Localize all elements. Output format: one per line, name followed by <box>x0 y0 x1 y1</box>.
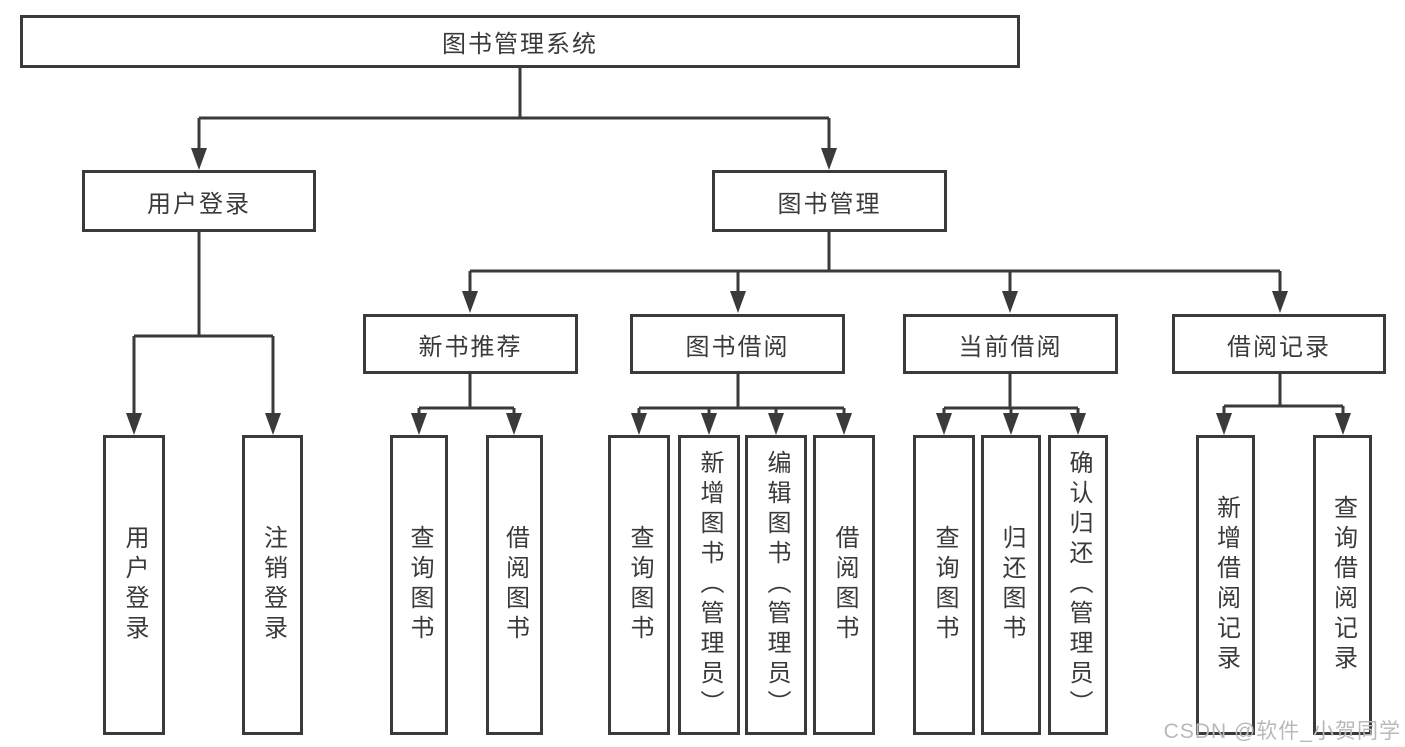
leaf-edit-book-admin: 编辑图书（管理员） <box>745 435 807 735</box>
node-label: 新增借阅记录 <box>1212 495 1240 675</box>
arrowhead-leaf-edit-book <box>768 413 784 435</box>
node-label: 查询图书 <box>626 525 653 645</box>
node-label: 查询图书 <box>406 525 433 645</box>
node-borrow-records: 借阅记录 <box>1172 314 1386 374</box>
arrowhead-leaf-logout <box>265 413 281 435</box>
node-book-borrow: 图书借阅 <box>630 314 845 374</box>
connector-new-book-children <box>417 374 516 415</box>
arrowhead-user-login <box>191 148 207 170</box>
leaf-borrow-book-2: 借阅图书 <box>813 435 875 735</box>
arrowhead-leaf-confirm-return <box>1070 413 1086 435</box>
node-user-login: 用户登录 <box>82 170 316 232</box>
leaf-query-borrow-record: 查询借阅记录 <box>1313 435 1372 735</box>
node-label: 查询借阅记录 <box>1329 495 1357 675</box>
node-book-management: 图书管理 <box>712 170 947 232</box>
leaf-query-book-2: 查询图书 <box>608 435 670 735</box>
leaf-confirm-return-admin: 确认归还（管理员） <box>1048 435 1108 735</box>
node-label: 确认归还（管理员） <box>1065 450 1092 720</box>
connector-current-borrow-children <box>942 374 1080 415</box>
node-label: 新增图书（管理员） <box>696 450 723 720</box>
leaf-borrow-book-1: 借阅图书 <box>486 435 543 735</box>
node-label: 归还图书 <box>998 525 1025 645</box>
connector-root-to-level2 <box>197 66 831 150</box>
arrowhead-new-book <box>462 291 478 313</box>
arrowhead-leaf-add-book <box>701 413 717 435</box>
leaf-logout: 注销登录 <box>242 435 303 735</box>
node-label: 图书借阅 <box>685 333 790 361</box>
connector-borrow-records-children <box>1222 374 1345 415</box>
arrowhead-book-management <box>821 148 837 170</box>
node-label: 借阅图书 <box>831 525 858 645</box>
csdn-watermark: CSDN @软件_小贺同学 <box>1163 720 1401 743</box>
arrowhead-leaf-query-book-3 <box>936 413 952 435</box>
arrowhead-book-borrow <box>730 291 746 313</box>
node-label: 新书推荐 <box>418 333 523 361</box>
arrowhead-leaf-return-book <box>1003 413 1019 435</box>
node-label: 图书管理系统 <box>442 31 598 58</box>
connector-book-borrow-children <box>637 374 846 415</box>
leaf-add-borrow-record: 新增借阅记录 <box>1196 435 1255 735</box>
node-label: 当前借阅 <box>958 333 1063 361</box>
node-current-borrow: 当前借阅 <box>903 314 1118 374</box>
node-label: 图书管理 <box>777 190 882 218</box>
connector-book-management-children <box>468 230 1282 294</box>
connector-user-login-children <box>132 230 275 415</box>
node-label: 用户登录 <box>121 525 148 645</box>
arrowhead-leaf-query-book-2 <box>631 413 647 435</box>
arrowhead-borrow-records <box>1272 291 1288 313</box>
arrowhead-leaf-user-login <box>126 413 142 435</box>
arrowhead-leaf-query-book-1 <box>411 413 427 435</box>
node-label: 借阅记录 <box>1227 333 1331 361</box>
arrowhead-current-borrow <box>1002 291 1018 313</box>
arrowhead-leaf-add-record <box>1216 413 1232 435</box>
node-label: 编辑图书（管理员） <box>763 450 790 720</box>
node-label: 注销登录 <box>259 525 287 645</box>
leaf-query-book-3: 查询图书 <box>913 435 975 735</box>
arrowhead-leaf-query-record <box>1335 413 1351 435</box>
arrowhead-leaf-borrow-book-2 <box>836 413 852 435</box>
leaf-return-book: 归还图书 <box>981 435 1041 735</box>
node-new-book-recommend: 新书推荐 <box>363 314 578 374</box>
leaf-user-login: 用户登录 <box>103 435 165 735</box>
arrowhead-leaf-borrow-book-1 <box>506 413 522 435</box>
leaf-add-book-admin: 新增图书（管理员） <box>678 435 740 735</box>
node-label: 查询图书 <box>931 525 958 645</box>
node-library-management-system: 图书管理系统 <box>20 15 1020 68</box>
node-label: 借阅图书 <box>501 525 529 645</box>
node-label: 用户登录 <box>147 190 251 218</box>
leaf-query-book-1: 查询图书 <box>390 435 448 735</box>
